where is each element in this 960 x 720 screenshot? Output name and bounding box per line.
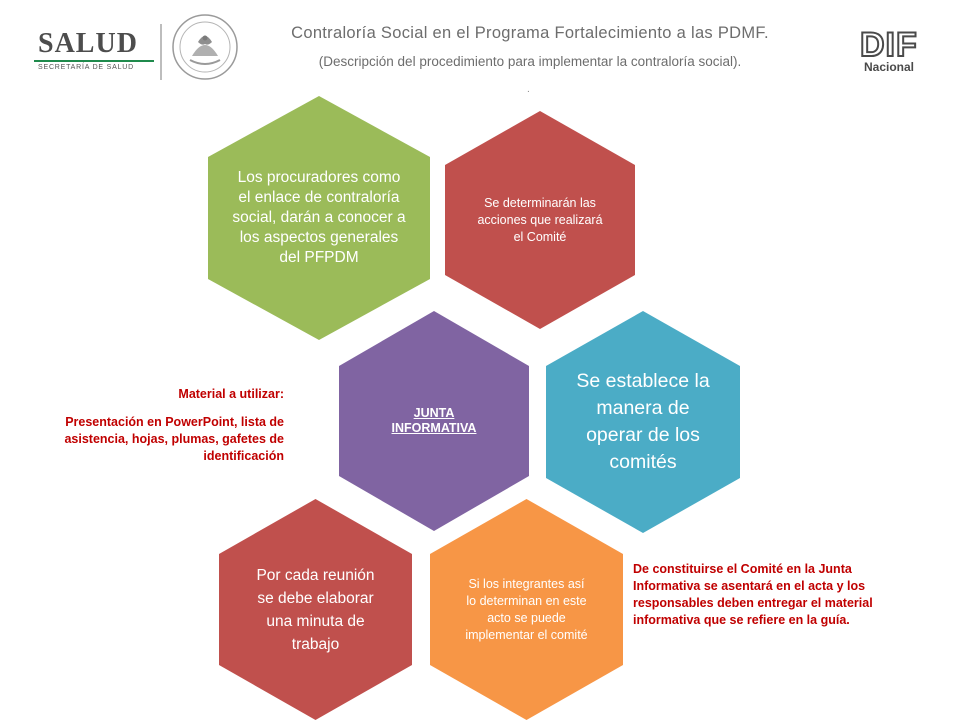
salud-logo-subtitle: SECRETARÍA DE SALUD <box>38 64 134 71</box>
hexagon-junta-informativa-text: JUNTA INFORMATIVA <box>391 406 477 435</box>
hexagon-minuta: Por cada reunión se debe elaborar una mi… <box>219 499 412 720</box>
header: SALUD SECRETARÍA DE SALUD Contraloría So… <box>0 0 960 95</box>
constitution-note-text: De constituirse el Comité en la Junta In… <box>633 562 873 627</box>
dif-logo: DIF Nacional <box>858 25 928 78</box>
page-title: Contraloría Social en el Programa Fortal… <box>291 24 769 42</box>
hexagon-procuradores-text: Los procuradores como el enlace de contr… <box>232 169 406 266</box>
mexican-coat-of-arms-icon <box>170 12 240 82</box>
hexagon-operar-comites: Se establece la manera de operar de los … <box>546 311 740 533</box>
hexagon-implementar-comite-text: Si los integrantes así lo determinan en … <box>465 576 588 642</box>
hexagon-acciones: Se determinarán las acciones que realiza… <box>445 111 635 329</box>
hexagon-operar-comites-text: Se establece la manera de operar de los … <box>576 370 710 473</box>
salud-logo-bar <box>34 60 154 62</box>
material-note-title: Material a utilizar: <box>178 387 284 401</box>
dif-logo-subtitle: Nacional <box>864 60 915 74</box>
constitution-note: De constituirse el Comité en la Junta In… <box>633 561 873 629</box>
hexagon-acciones-text: Se determinarán las acciones que realiza… <box>477 195 603 244</box>
dif-logo-text: DIF <box>859 25 918 65</box>
hexagon-junta-informativa: JUNTA INFORMATIVA <box>339 311 529 531</box>
header-dot: . <box>527 84 530 95</box>
material-note: Material a utilizar: Presentación en Pow… <box>30 386 284 465</box>
logo-divider <box>160 24 162 80</box>
hexagon-implementar-comite: Si los integrantes así lo determinan en … <box>430 499 623 720</box>
hexagon-minuta-text: Por cada reunión se debe elaborar una mi… <box>256 566 375 653</box>
material-note-body: Presentación en PowerPoint, lista de asi… <box>64 415 284 463</box>
salud-logo-text: SALUD <box>38 28 138 59</box>
page-subtitle: (Descripción del procedimiento para impl… <box>318 54 742 69</box>
salud-logo: SALUD SECRETARÍA DE SALUD <box>24 20 164 80</box>
hexagon-procuradores: Los procuradores como el enlace de contr… <box>208 96 430 340</box>
